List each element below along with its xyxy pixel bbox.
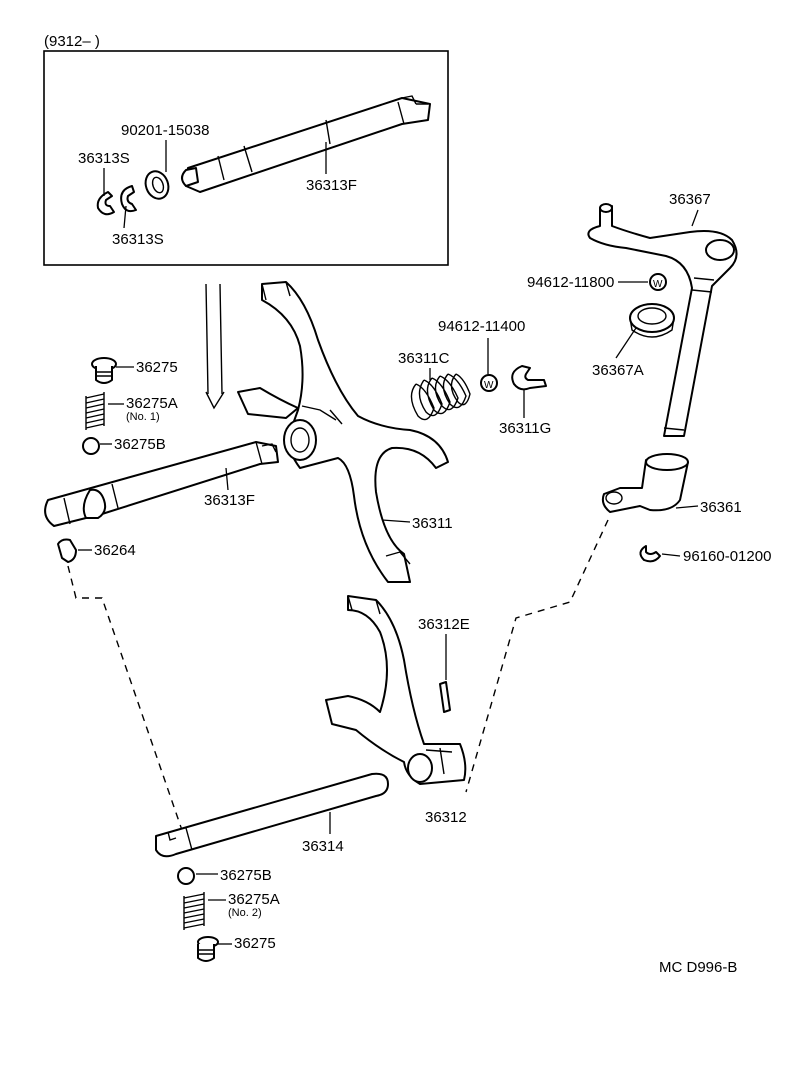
label-36313s-lower: 36313S xyxy=(112,231,164,248)
label-36311: 36311 xyxy=(412,515,453,532)
washer-94612-11400-drawing: W xyxy=(480,374,498,392)
svg-text:W: W xyxy=(653,279,663,290)
label-36313f-main: 36313F xyxy=(204,492,255,509)
shift-fork-36311-drawing xyxy=(237,281,449,583)
shaft-36313f-main-drawing xyxy=(44,441,279,527)
inset-date-range: (9312– ) xyxy=(44,33,100,50)
label-36275b-bottom: 36275B xyxy=(220,867,272,884)
label-36311g: 36311G xyxy=(499,420,551,437)
label-36264: 36264 xyxy=(94,542,136,559)
label-36367: 36367 xyxy=(669,191,711,208)
diagram-code: MC D996-B xyxy=(659,959,737,976)
clip-36311g-drawing xyxy=(511,365,547,391)
lever-36361-drawing xyxy=(601,453,689,513)
label-36275-bottom: 36275 xyxy=(234,935,276,952)
plug-36275-bottom-drawing xyxy=(197,936,219,962)
inset-pointer-arrow xyxy=(205,283,225,410)
spring-36275a-bottom-drawing xyxy=(183,892,205,930)
washer-90201-15038-drawing xyxy=(144,170,170,200)
snap-ring-96160-01200-drawing xyxy=(639,545,661,563)
label-36312: 36312 xyxy=(425,809,467,826)
label-36275a-top-sub: (No. 1) xyxy=(126,411,160,423)
ball-36275b-top-drawing xyxy=(82,437,100,455)
label-36275a-top: 36275A xyxy=(126,395,178,412)
inset-panel: (9312– ) 90201-15038 36313S 36313S 36313… xyxy=(43,33,449,266)
connector-36361-to-36312 xyxy=(465,519,609,793)
label-94612-11800: 94612-11800 xyxy=(527,274,614,291)
shift-lever-36367-drawing xyxy=(587,203,738,437)
label-94612-11400: 94612-11400 xyxy=(438,318,525,335)
label-36311c: 36311C xyxy=(398,350,450,367)
label-36367a: 36367A xyxy=(592,362,644,379)
label-36313s-upper: 36313S xyxy=(78,150,130,167)
spring-36311c-drawing xyxy=(410,373,471,421)
label-36314: 36314 xyxy=(302,838,344,855)
ball-36275b-bottom-drawing xyxy=(177,867,195,885)
label-36361: 36361 xyxy=(700,499,742,516)
plug-36275-top-drawing xyxy=(91,357,117,384)
bushing-36367a-drawing xyxy=(629,303,675,338)
label-36275-top: 36275 xyxy=(136,359,178,376)
washer-94612-11800-drawing: W xyxy=(649,273,667,291)
label-36313f-inset: 36313F xyxy=(306,177,357,194)
pin-36264-drawing xyxy=(57,538,77,563)
spring-36275a-top-drawing xyxy=(85,392,105,430)
connector-36264-to-36314 xyxy=(67,565,185,837)
label-36275a-bottom: 36275A xyxy=(228,891,280,908)
label-36312e: 36312E xyxy=(418,616,470,633)
label-90201-15038: 90201-15038 xyxy=(121,122,209,139)
shaft-36313f-inset-drawing xyxy=(181,95,431,193)
shaft-36314-drawing xyxy=(155,772,389,858)
shift-fork-36312-drawing xyxy=(325,595,467,785)
svg-text:W: W xyxy=(484,380,494,391)
pin-36312e-drawing xyxy=(439,681,451,713)
label-36275b-top: 36275B xyxy=(114,436,166,453)
snap-ring-36313s-drawing xyxy=(96,185,137,216)
inset-frame xyxy=(43,50,449,266)
label-36275a-bottom-sub: (No. 2) xyxy=(228,907,262,919)
label-96160-01200: 96160-01200 xyxy=(683,548,771,565)
